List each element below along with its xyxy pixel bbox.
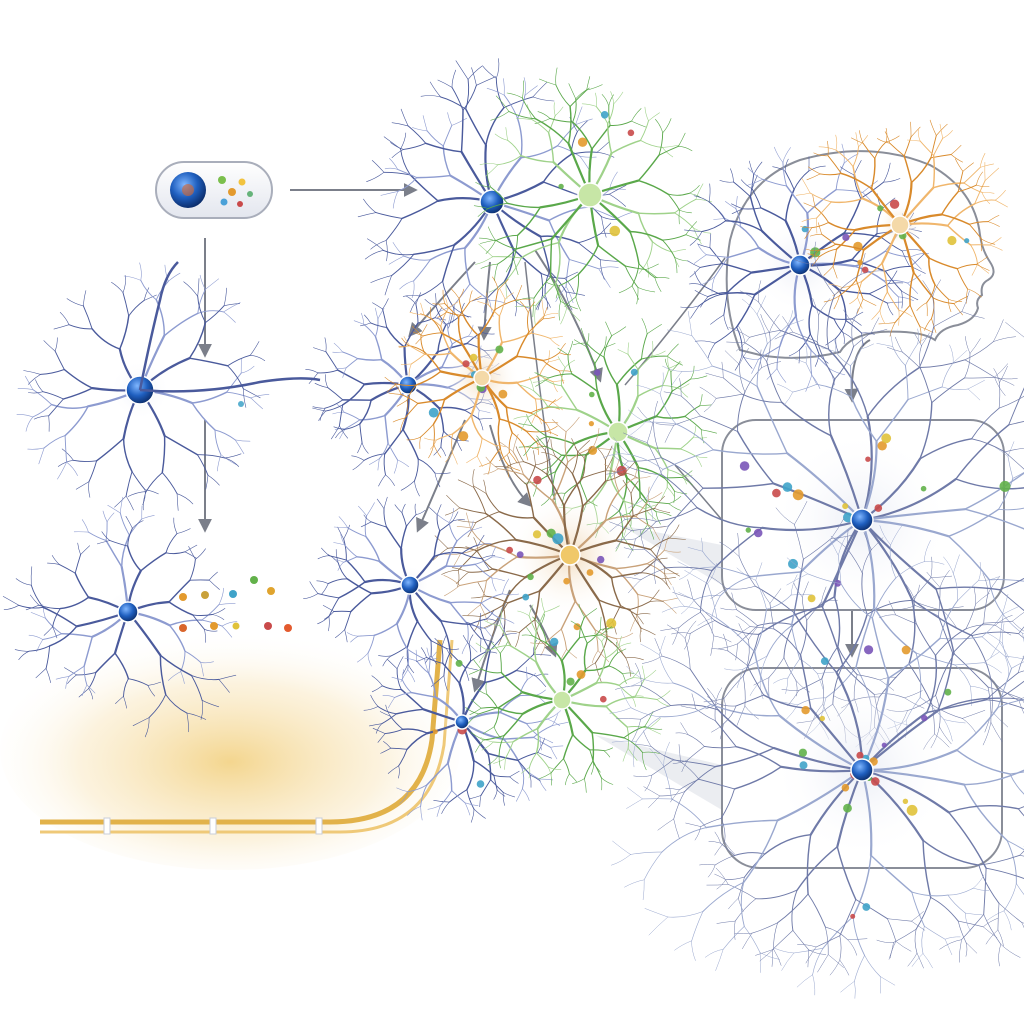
- stem-cell-capsule: [155, 161, 273, 219]
- arrow-orange-to-lower: [416, 419, 466, 533]
- neuron-with-vesicles: [2, 496, 238, 738]
- projection-wedges: [595, 525, 722, 810]
- myelin-tract: [0, 630, 460, 870]
- cells-layer: [2, 58, 1024, 999]
- arrow-glia-to-head: [624, 257, 726, 386]
- arrow-cluster-to-green: [529, 604, 558, 658]
- bipolar-neuron-axon: [138, 261, 321, 393]
- arrow-top-to-mid-neuron: [408, 261, 476, 338]
- panel-1-network: [602, 241, 1024, 753]
- arrow-head-down: [844, 339, 871, 403]
- large-mixed-cluster: [432, 416, 686, 683]
- head-profile-outline: [725, 150, 995, 359]
- lower-neuron: [303, 496, 520, 691]
- arrow-top-to-cluster: [524, 261, 556, 501]
- bottom-astrocyte: [465, 598, 671, 793]
- vesicle-dots: [179, 401, 292, 632]
- mid-glia-orange: [384, 276, 573, 478]
- head-glia: [796, 119, 1008, 344]
- top-astrocyte: [473, 67, 713, 327]
- head-neuron: [680, 143, 929, 392]
- top-neuron: [357, 58, 635, 329]
- arrow-orange-to-cluster: [489, 424, 532, 507]
- astrocyte-right: [513, 318, 717, 552]
- panel-2-network: [609, 501, 1024, 999]
